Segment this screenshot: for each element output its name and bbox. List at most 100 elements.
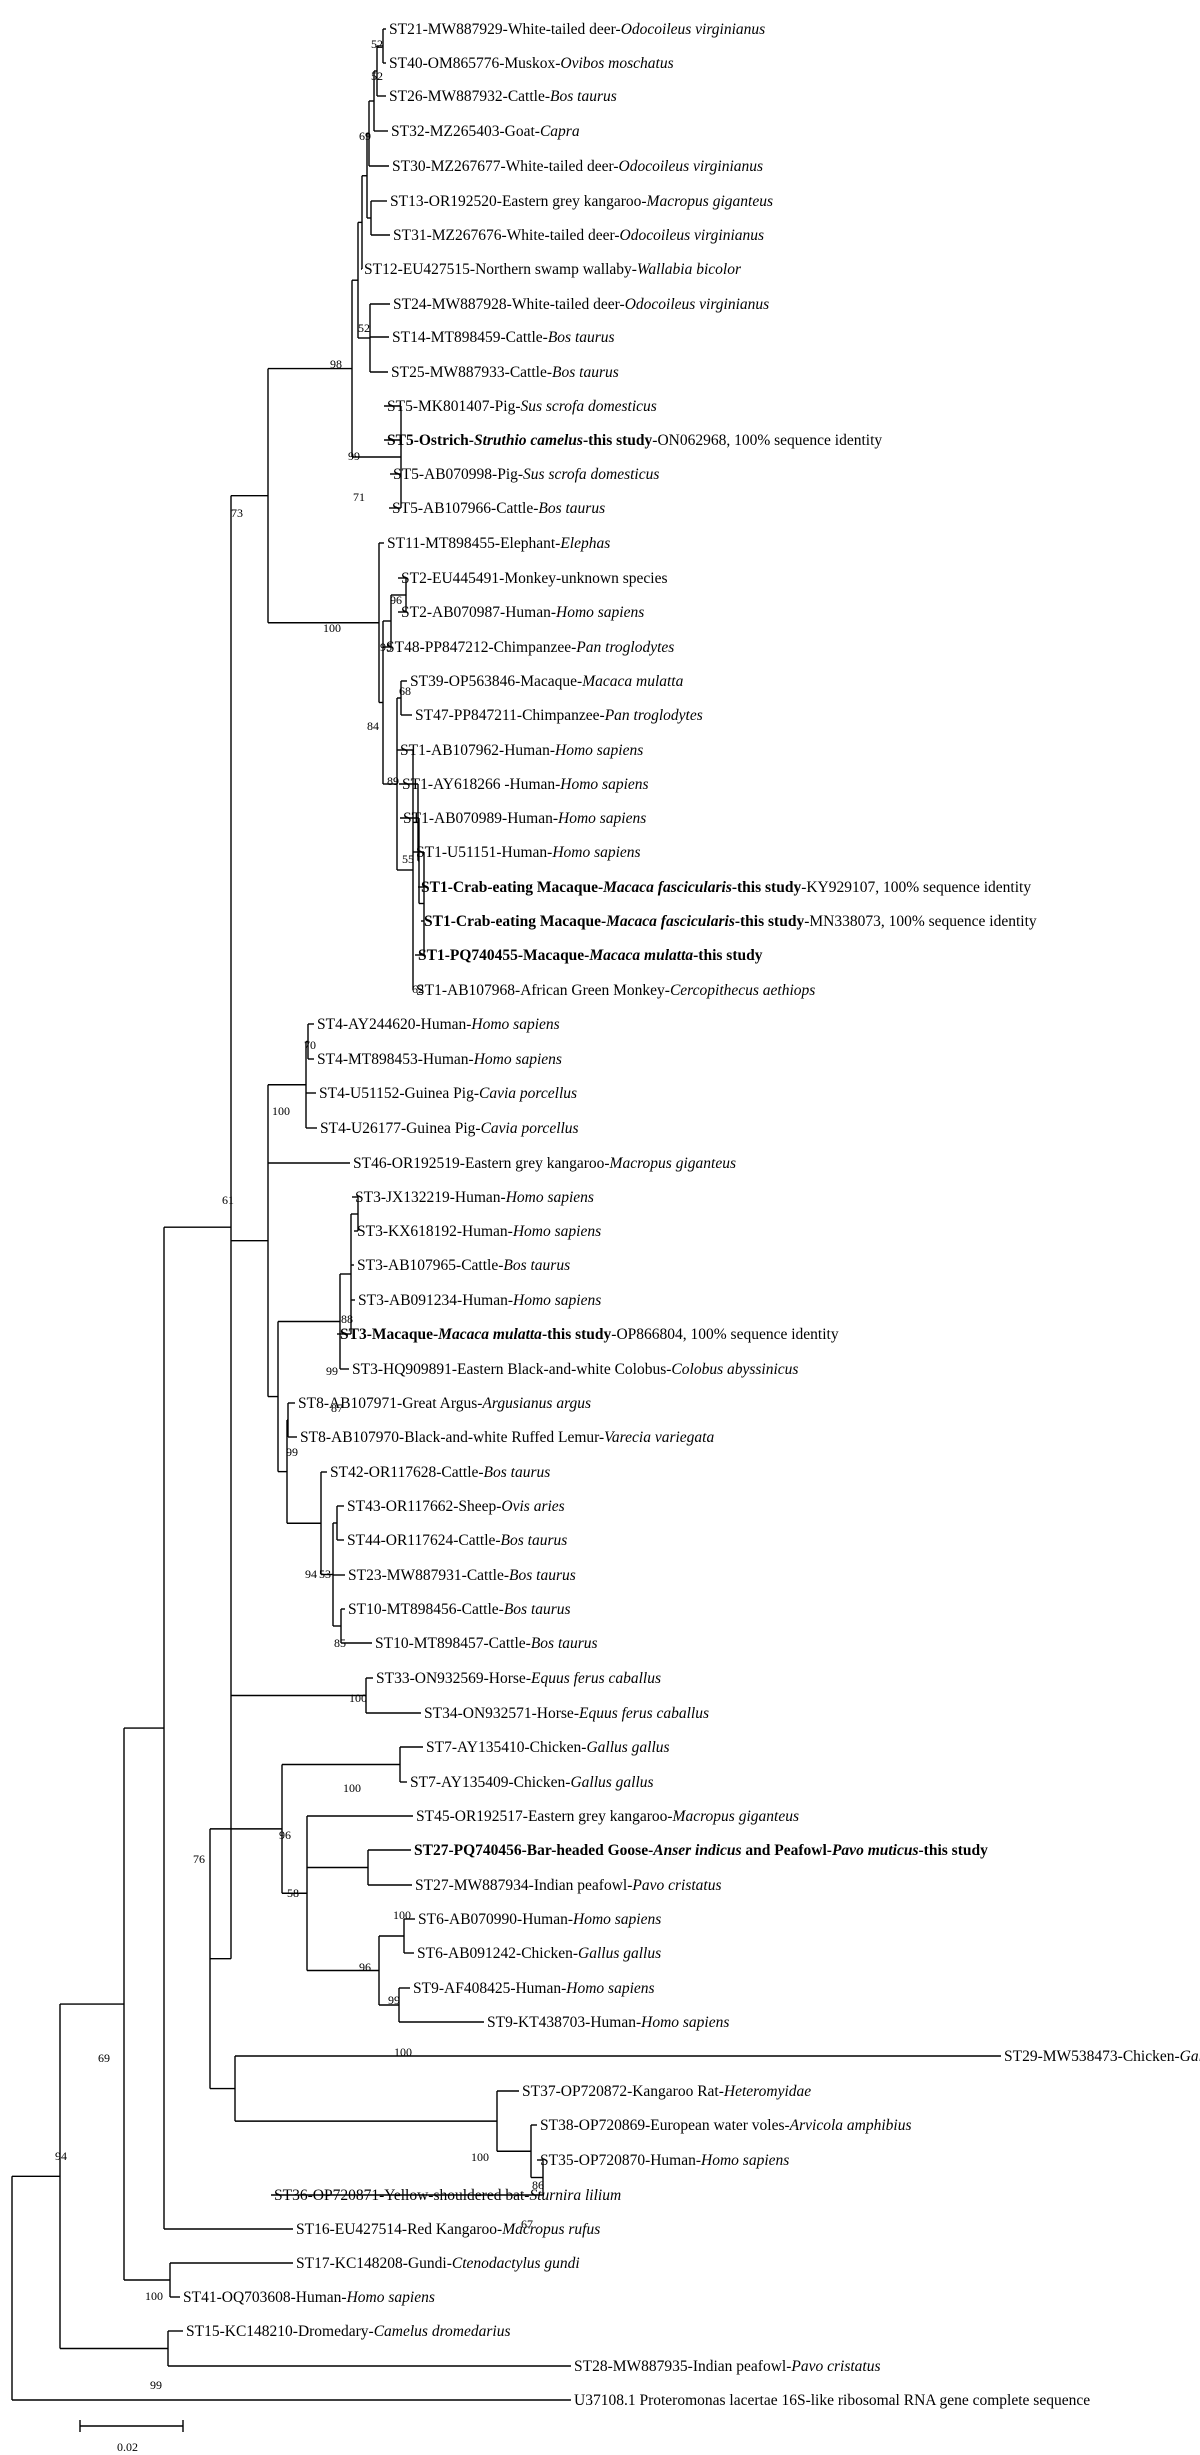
bootstrap-value: 100 [323, 621, 341, 635]
bootstrap-value: 100 [343, 1781, 361, 1795]
bootstrap-value: 99 [326, 1364, 338, 1378]
bootstrap-value: 62 [412, 982, 424, 996]
bootstrap-value: 52 [371, 37, 383, 51]
bootstrap-value: 99 [150, 2378, 162, 2392]
tip-labels: ST21-MW887929-White-tailed deer-Odocoile… [183, 21, 1200, 2409]
tip-label: ST5-AB107966-Cattle-Bos taurus [392, 500, 605, 517]
tip-label: ST1-AB107962-Human-Homo sapiens [400, 742, 643, 759]
tip-label: ST25-MW887933-Cattle-Bos taurus [391, 364, 619, 381]
tip-label: ST1-PQ740455-Macaque-Macaca mulatta-this… [418, 947, 763, 964]
tip-label: ST36-OP720871-Yellow-shouldered bat-Stur… [274, 2187, 621, 2204]
bootstrap-value: 96 [359, 1960, 371, 1974]
bootstrap-value: 55 [402, 852, 414, 866]
tip-label: ST23-MW887931-Cattle-Bos taurus [348, 1567, 576, 1584]
bootstrap-value: 73 [231, 506, 243, 520]
bootstrap-value: 84 [367, 719, 379, 733]
tip-label: ST15-KC148210-Dromedary-Camelus dromedar… [186, 2323, 510, 2340]
tip-label: ST5-Ostrich-Struthio camelus-this study-… [387, 432, 882, 449]
bootstrap-value: 100 [145, 2289, 163, 2303]
tip-label: ST16-EU427514-Red Kangaroo-Macropus rufu… [296, 2221, 600, 2238]
tip-label: ST5-AB070998-Pig-Sus scrofa domesticus [393, 466, 659, 483]
bootstrap-value: 52 [358, 321, 370, 335]
tip-label: ST4-U26177-Guinea Pig-Cavia porcellus [320, 1120, 579, 1137]
bootstrap-value: 58 [287, 1886, 299, 1900]
bootstrap-value: 94 [55, 2149, 67, 2163]
tip-label: ST43-OR117662-Sheep-Ovis aries [347, 1498, 565, 1515]
tip-label: ST7-AY135409-Chicken-Gallus gallus [410, 1774, 654, 1791]
tip-label: ST4-U51152-Guinea Pig-Cavia porcellus [319, 1085, 577, 1102]
tip-label: ST12-EU427515-Northern swamp wallaby-Wal… [364, 261, 742, 278]
tip-label: ST1-AB107968-African Green Monkey-Cercop… [416, 982, 815, 999]
tip-label: ST4-AY244620-Human-Homo sapiens [317, 1016, 560, 1033]
tip-label: ST7-AY135410-Chicken-Gallus gallus [426, 1739, 670, 1756]
tip-label: ST3-HQ909891-Eastern Black-and-white Col… [352, 1361, 798, 1378]
tip-label: ST1-AB070989-Human-Homo sapiens [403, 810, 646, 827]
tip-label: ST9-KT438703-Human-Homo sapiens [487, 2014, 729, 2031]
tip-label: ST21-MW887929-White-tailed deer-Odocoile… [389, 21, 765, 38]
tip-label: ST26-MW887932-Cattle-Bos taurus [389, 88, 617, 105]
scale-bar: 0.02 [79, 2420, 184, 2454]
tree-branches [11, 28, 1001, 2401]
bootstrap-value: 94 [305, 1567, 317, 1581]
tip-label: ST6-AB070990-Human-Homo sapiens [418, 1911, 661, 1928]
bootstrap-value: 69 [359, 129, 371, 143]
bootstrap-value: 53 [319, 1567, 331, 1581]
tip-label: ST27-MW887934-Indian peafowl-Pavo crista… [415, 1877, 722, 1894]
bootstrap-value: 69 [98, 2051, 110, 2065]
tip-label: ST13-OR192520-Eastern grey kangaroo-Macr… [390, 193, 773, 210]
bootstrap-value: 61 [222, 1193, 234, 1207]
tip-label: ST27-PQ740456-Bar-headed Goose-Anser ind… [414, 1842, 988, 1859]
tip-label: ST41-OQ703608-Human-Homo sapiens [183, 2289, 435, 2306]
tip-label: ST32-MZ265403-Goat-Capra [391, 123, 580, 140]
tip-label: ST1-U51151-Human-Homo sapiens [416, 844, 641, 861]
bootstrap-value: 71 [353, 490, 365, 504]
tip-label: ST47-PP847211-Chimpanzee-Pan troglodytes [415, 707, 703, 724]
tip-label: ST1-AY618266 -Human-Homo sapiens [402, 776, 649, 793]
bootstrap-value: 100 [349, 1691, 367, 1705]
tip-label: ST28-MW887935-Indian peafowl-Pavo crista… [574, 2358, 881, 2375]
tip-label: ST44-OR117624-Cattle-Bos taurus [347, 1532, 567, 1549]
tip-label: ST14-MT898459-Cattle-Bos taurus [392, 329, 615, 346]
tip-label: ST2-EU445491-Monkey-unknown species [401, 570, 667, 587]
tip-label: ST46-OR192519-Eastern grey kangaroo-Macr… [353, 1155, 736, 1172]
tip-label: ST29-MW538473-Chicken-Gallus gallus [1004, 2048, 1200, 2065]
tip-label: ST40-OM865776-Muskox-Ovibos moschatus [389, 55, 674, 72]
tip-label: ST4-MT898453-Human-Homo sapiens [317, 1051, 562, 1068]
tip-label: ST34-ON932571-Horse-Equus ferus caballus [424, 1705, 709, 1722]
bootstrap-value: 89 [387, 774, 399, 788]
bootstrap-value: 52 [371, 69, 383, 83]
tip-label: ST10-MT898457-Cattle-Bos taurus [375, 1635, 598, 1652]
bootstrap-value: 67 [521, 2217, 533, 2231]
tip-label: ST3-AB091234-Human-Homo sapiens [358, 1292, 601, 1309]
tip-label: ST3-Macaque-Macaca mulatta-this study-OP… [340, 1326, 839, 1343]
bootstrap-value: 86 [532, 2178, 544, 2192]
tip-label: ST17-KC148208-Gundi-Ctenodactylus gundi [296, 2255, 580, 2272]
tip-label: ST3-KX618192-Human-Homo sapiens [357, 1223, 601, 1240]
bootstrap-value: 96 [390, 593, 402, 607]
tip-label: ST48-PP847212-Chimpanzee-Pan troglodytes [386, 639, 674, 656]
bootstrap-value: 99 [388, 1993, 400, 2007]
tip-label: ST31-MZ267676-White-tailed deer-Odocoile… [393, 227, 764, 244]
bootstrap-value: 100 [394, 2045, 412, 2059]
tip-label: ST33-ON932569-Horse-Equus ferus caballus [376, 1670, 661, 1687]
bootstrap-value: 87 [331, 1401, 343, 1415]
bootstrap-values: 5252695298997173100969584688955627010061… [55, 37, 544, 2392]
tip-label: ST30-MZ267677-White-tailed deer-Odocoile… [392, 158, 763, 175]
bootstrap-value: 100 [393, 1908, 411, 1922]
tip-label: ST24-MW887928-White-tailed deer-Odocoile… [393, 296, 769, 313]
tip-label: ST3-AB107965-Cattle-Bos taurus [357, 1257, 570, 1274]
bootstrap-value: 100 [272, 1104, 290, 1118]
bootstrap-value: 100 [471, 2150, 489, 2164]
tip-label: ST5-MK801407-Pig-Sus scrofa domesticus [387, 398, 657, 415]
tip-label: ST9-AF408425-Human-Homo sapiens [413, 1980, 655, 1997]
scale-bar-label: 0.02 [117, 2440, 138, 2454]
tip-label: ST6-AB091242-Chicken-Gallus gallus [417, 1945, 661, 1962]
tip-label: ST3-JX132219-Human-Homo sapiens [355, 1189, 594, 1206]
tip-label: ST37-OP720872-Kangaroo Rat-Heteromyidae [522, 2083, 811, 2100]
bootstrap-value: 76 [193, 1852, 205, 1866]
bootstrap-value: 98 [330, 357, 342, 371]
bootstrap-value: 70 [304, 1038, 316, 1052]
tip-label: ST45-OR192517-Eastern grey kangaroo-Macr… [416, 1808, 799, 1825]
tip-label: ST8-AB107971-Great Argus-Argusianus argu… [298, 1395, 591, 1412]
